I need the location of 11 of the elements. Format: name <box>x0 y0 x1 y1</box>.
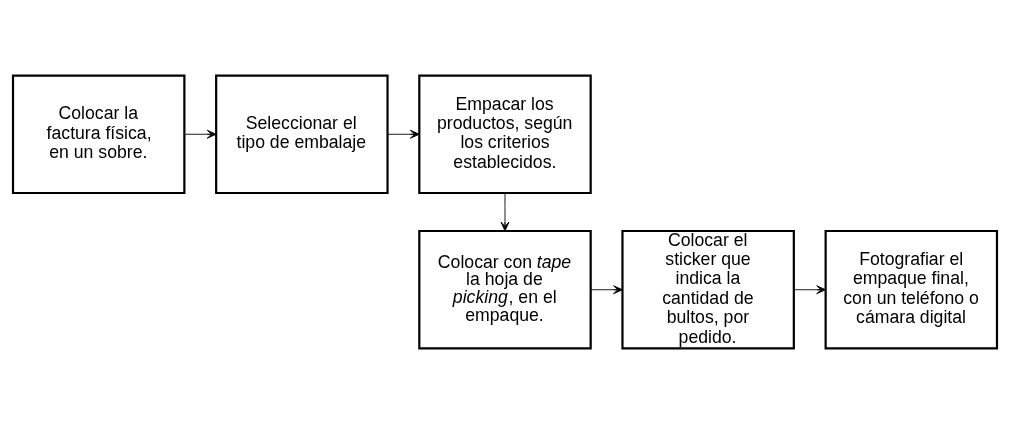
arrow <box>793 284 826 294</box>
arrow <box>387 129 420 139</box>
arrow <box>500 192 510 231</box>
node-box: Fotografiar el empaque final, con un teléfono o cámara digital <box>824 229 999 350</box>
node-box: Seleccionar el tipo de embalaje <box>215 73 389 194</box>
node-box: Colocar la factura física, en un sobre. <box>11 73 186 194</box>
arrow <box>590 284 623 294</box>
node-box: Empacar los productos, según los criterios establecidos. <box>418 73 592 194</box>
arrow <box>183 129 217 139</box>
node-box: Colocar con tape la hoja de picking, en el empaque. <box>418 229 592 350</box>
node-box: Colocar el sticker que indica la cantidad de bultos, por pedido. <box>621 229 795 350</box>
